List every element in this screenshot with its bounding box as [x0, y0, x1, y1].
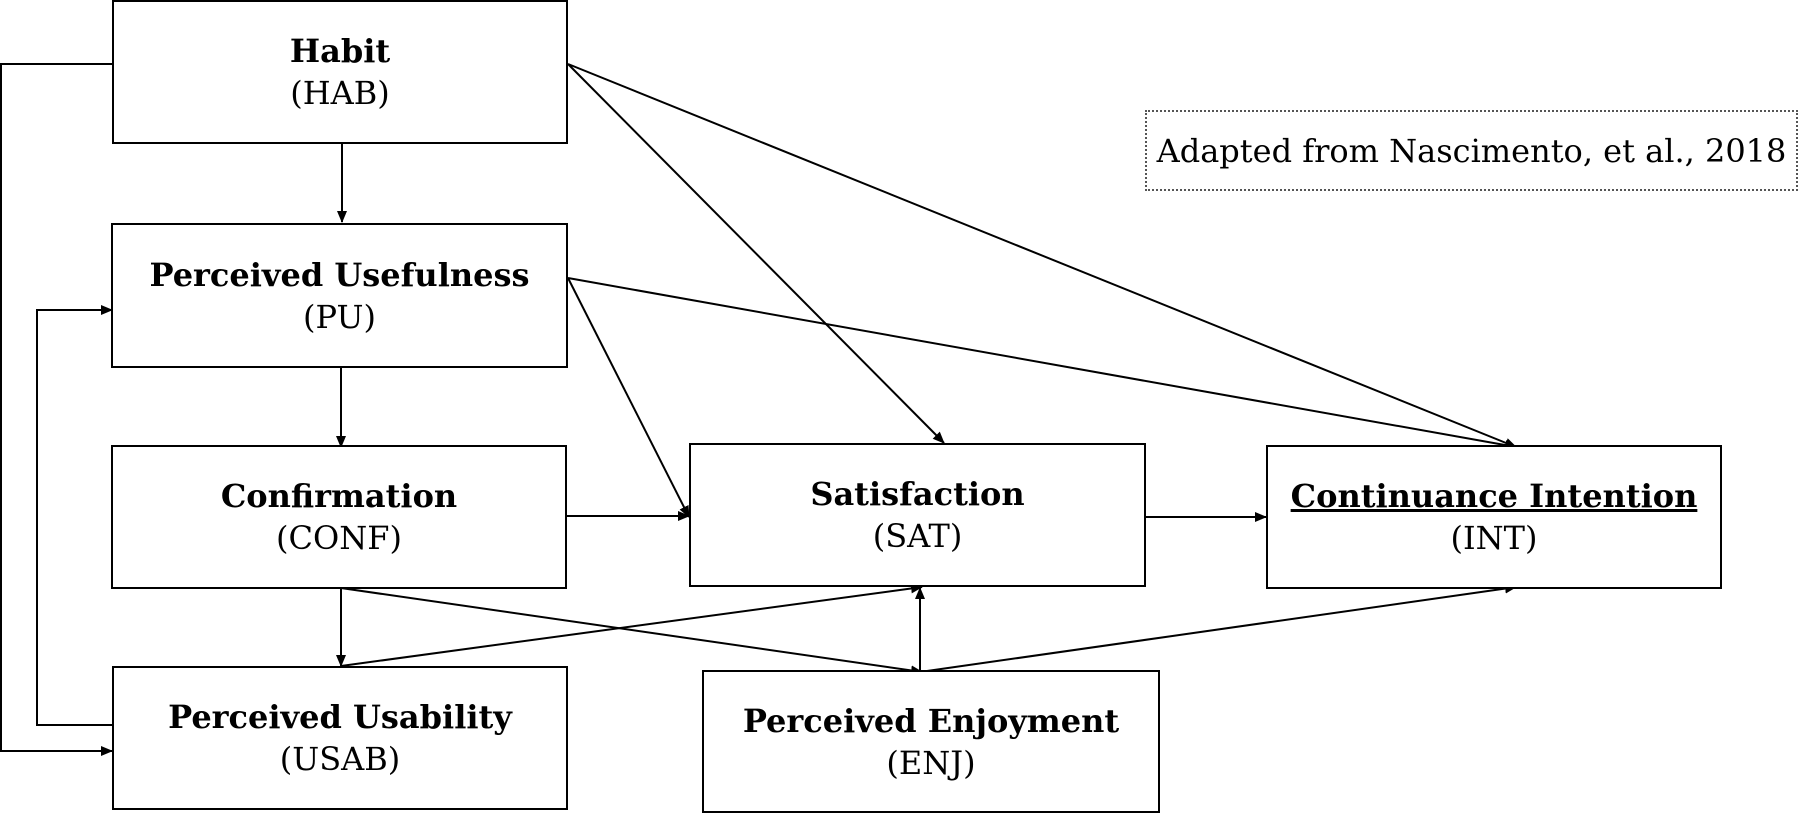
node-continuance-intention-abbr: (INT): [1450, 519, 1538, 557]
node-confirmation: Confirmation (CONF): [111, 445, 567, 589]
edge-enj-to-int: [919, 583, 1517, 673]
node-perceived-usability: Perceived Usability (USAB): [112, 666, 568, 810]
node-habit-title: Habit: [289, 32, 391, 70]
edge-hab-to-int: [567, 63, 1517, 448]
node-perceived-usability-title: Perceived Usability: [168, 698, 512, 736]
edge-usab-to-pu: [36, 305, 113, 726]
source-note: Adapted from Nascimento, et al., 2018: [1145, 110, 1798, 191]
edge-hab-to-sat: [567, 63, 945, 444]
node-perceived-usefulness: Perceived Usefulness (PU): [111, 223, 568, 368]
edge-hab-to-usab: [0, 63, 113, 756]
edge-conf-to-enj: [340, 587, 923, 676]
edge-pu-to-sat: [567, 277, 690, 518]
node-perceived-enjoyment-title: Perceived Enjoyment: [742, 701, 1120, 740]
node-perceived-usefulness-abbr: (PU): [303, 297, 376, 336]
node-satisfaction-abbr: (SAT): [872, 517, 963, 555]
node-habit: Habit (HAB): [112, 0, 568, 144]
node-satisfaction: Satisfaction (SAT): [689, 443, 1146, 587]
node-continuance-intention: Continuance Intention (INT): [1266, 445, 1722, 589]
edge-pu-to-int: [567, 277, 1517, 450]
node-perceived-usability-abbr: (USAB): [279, 740, 401, 778]
node-perceived-usefulness-title: Perceived Usefulness: [149, 255, 530, 294]
node-confirmation-title: Confirmation: [220, 477, 458, 515]
edge-usab-to-sat: [340, 583, 923, 667]
node-perceived-enjoyment-abbr: (ENJ): [886, 743, 976, 782]
node-satisfaction-title: Satisfaction: [810, 475, 1025, 513]
source-note-text: Adapted from Nascimento, et al., 2018: [1156, 131, 1787, 170]
node-confirmation-abbr: (CONF): [276, 519, 402, 557]
node-continuance-intention-title: Continuance Intention: [1290, 477, 1698, 515]
node-habit-abbr: (HAB): [290, 74, 390, 112]
node-perceived-enjoyment: Perceived Enjoyment (ENJ): [702, 670, 1160, 813]
